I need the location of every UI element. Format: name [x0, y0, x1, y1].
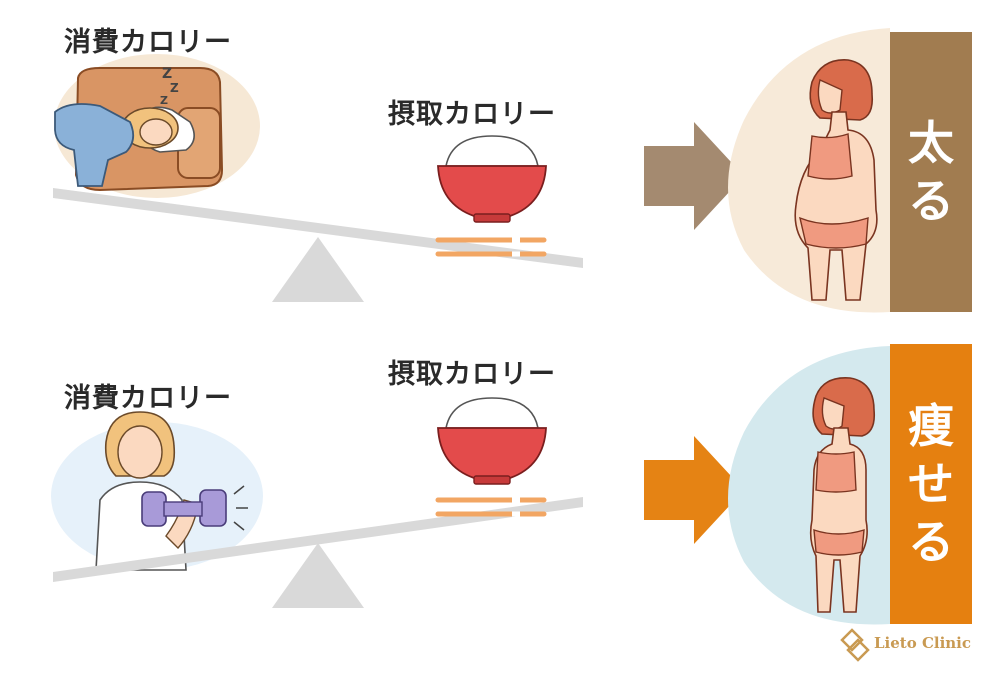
- result-char: 太: [908, 114, 954, 172]
- result-char: る: [908, 513, 954, 571]
- sleeping-person-illustration: Z Z Z: [54, 54, 260, 198]
- result-char: 痩: [908, 397, 954, 455]
- result-bar-loss: 痩 せ る: [890, 344, 972, 624]
- exercising-person-illustration: [51, 412, 263, 570]
- result-char: る: [908, 172, 954, 230]
- intake-calories-label-bottom: 摂取カロリー: [388, 352, 556, 391]
- result-bar-gain: 太 る: [890, 32, 972, 312]
- weight-loss-person-illustration: [728, 346, 890, 624]
- clinic-logo-text: Lieto Clinic: [874, 634, 971, 652]
- rice-bowl-top: [438, 136, 546, 254]
- rice-bowl-bottom: [438, 398, 546, 514]
- svg-text:Z: Z: [170, 81, 179, 95]
- burned-calories-label-bottom: 消費カロリー: [64, 376, 232, 415]
- clinic-logo: Lieto Clinic: [832, 634, 971, 652]
- svg-text:Z: Z: [160, 94, 168, 107]
- weight-gain-person-illustration: [728, 28, 890, 312]
- burned-calories-label-top: 消費カロリー: [64, 20, 232, 59]
- intake-calories-label-top: 摂取カロリー: [388, 92, 556, 131]
- result-char: せ: [908, 455, 954, 513]
- svg-text:Z: Z: [162, 66, 172, 82]
